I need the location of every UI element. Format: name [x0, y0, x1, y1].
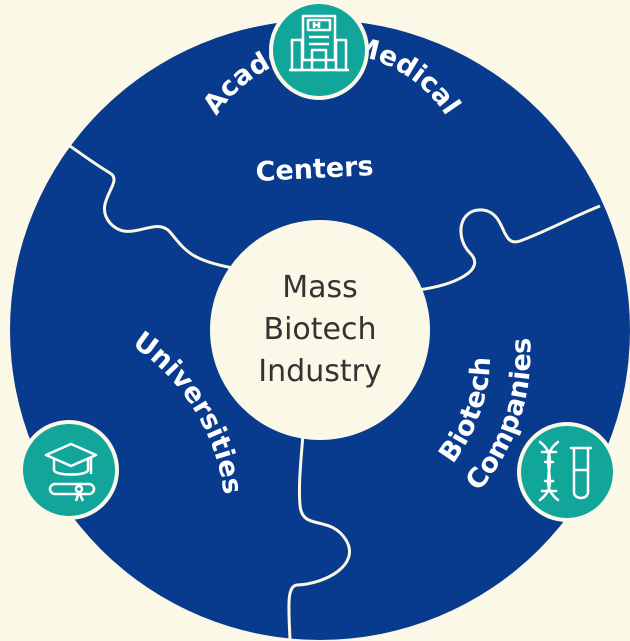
piece-label-academic-line2: Centers	[255, 151, 374, 188]
academic-badge	[269, 0, 369, 100]
universities-badge	[19, 420, 119, 520]
biotech-badge	[517, 422, 617, 522]
graduation-cap-diploma-icon	[44, 442, 98, 502]
puzzle-seam-left	[48, 130, 234, 270]
center-text-line-3: Industry	[258, 354, 381, 389]
center-circle	[210, 220, 430, 440]
hospital-building-icon	[289, 14, 349, 72]
center-text-line-2: Biotech	[264, 312, 377, 347]
puzzle-seam-bottom	[287, 419, 351, 641]
puzzle-seam-right	[417, 204, 601, 292]
center-text-line-1: Mass	[282, 270, 358, 305]
dna-test-tube-icon	[538, 440, 593, 502]
